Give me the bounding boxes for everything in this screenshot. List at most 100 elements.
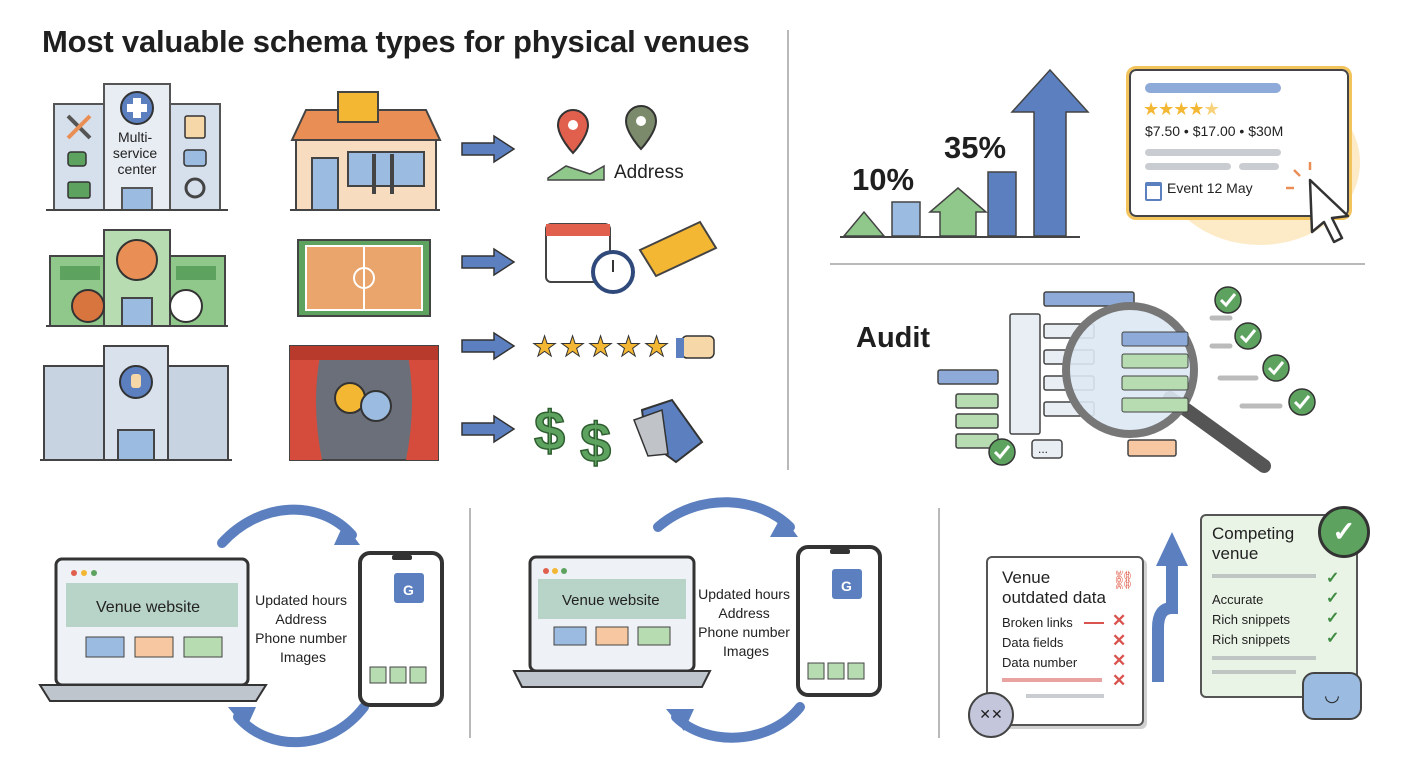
- star-icon: ★: [1143, 99, 1159, 119]
- cross-icon: ✕: [1112, 651, 1127, 670]
- map-icon: [547, 164, 605, 181]
- gear-icon: [184, 177, 206, 199]
- audit-label: Audit: [856, 322, 931, 354]
- sync-arrow-icon: [233, 702, 369, 748]
- multi-service-label: Multi- service center: [113, 129, 161, 177]
- restaurant-building: [290, 91, 442, 211]
- check-icon: ✓: [1326, 610, 1340, 627]
- result-prices: $7.50 • $17.00 • $30M: [1145, 123, 1284, 139]
- competing-item: Rich snippets: [1212, 612, 1291, 627]
- vertical-divider-top: [787, 30, 789, 470]
- phone-icon: [358, 551, 444, 707]
- magnifier-icon: [1062, 302, 1271, 473]
- venue-schema-diagram: Multi- service center: [40, 83, 718, 470]
- basketball-small-icon: [71, 289, 105, 323]
- check-icon: ✓: [1326, 630, 1340, 647]
- wrench-icon: [66, 114, 92, 140]
- cursor-click-icon: [1286, 162, 1350, 244]
- map-pin-red-icon: [556, 108, 590, 155]
- briefcase-icon: [67, 181, 91, 199]
- maps-badge: G: [841, 578, 852, 594]
- clipboard-icon: [184, 115, 206, 139]
- theater-masks-icon: [334, 382, 392, 422]
- sad-robot-icon: ✕✕: [968, 692, 1014, 738]
- calendar-icon: [1145, 182, 1162, 201]
- star-icon: ★: [588, 331, 613, 362]
- red-line: [1084, 622, 1104, 624]
- thumbs-up-icon: [67, 151, 87, 167]
- ticket-icon: [638, 220, 718, 278]
- outdated-item: Data fields: [1002, 635, 1064, 650]
- star-icon: ★: [644, 331, 669, 362]
- sync-fields-left: Updated hours Address Phone number Image…: [255, 592, 351, 665]
- fork-knife-icon: [372, 154, 394, 194]
- text-line: [1212, 574, 1316, 578]
- check-icon: ✓: [1326, 590, 1340, 607]
- address-label: Address: [614, 162, 684, 183]
- text-line: [1212, 670, 1296, 674]
- outdated-item: Data number: [1002, 655, 1078, 670]
- price-tag-icon: [633, 398, 704, 464]
- maps-badge: G: [403, 582, 414, 598]
- sync-arrow-icon: [671, 702, 805, 743]
- competing-title: Competing venue: [1212, 524, 1295, 563]
- result-event: Event 12 May: [1167, 180, 1253, 196]
- soccer-ball-icon: [169, 289, 203, 323]
- result-line: [1145, 163, 1231, 170]
- verified-check-icon: ✓: [1318, 506, 1370, 558]
- star-icon: ★: [616, 331, 641, 362]
- outdated-item: Broken links: [1002, 615, 1073, 630]
- site-label: Venue website: [562, 592, 660, 609]
- text-line: [1026, 694, 1104, 698]
- sync-arrow-icon: [653, 497, 795, 532]
- star-icon: ★: [1203, 99, 1220, 119]
- hand-icon: [131, 374, 141, 388]
- result-title-bar: [1145, 83, 1281, 93]
- after-value: 35%: [944, 130, 1007, 165]
- chat-icon: [183, 149, 207, 167]
- growth-graphic: [840, 68, 1090, 238]
- ellipsis-box: [1031, 439, 1063, 459]
- star-icon: ★: [1158, 99, 1174, 119]
- horizontal-divider-right: [830, 263, 1365, 265]
- sync-arrow-icon: [217, 504, 357, 548]
- basketball-icon: [116, 239, 158, 281]
- cross-icon: ✕: [1112, 671, 1127, 690]
- text-line: [1212, 656, 1316, 660]
- audit-ellipsis: ...: [1038, 442, 1048, 456]
- thumbs-up-icon: [676, 335, 715, 359]
- before-value: 10%: [852, 162, 915, 197]
- star-icon: ★: [532, 331, 557, 362]
- dollar-sign-icon-2: $: [580, 411, 611, 470]
- rating-stars: ★★★★★: [532, 331, 670, 363]
- laptop-icon: [512, 555, 712, 688]
- arrow-icon: [461, 134, 516, 444]
- office-building: [40, 345, 232, 461]
- basketball-court: [297, 239, 431, 317]
- audit-diagram: ...: [937, 286, 1316, 473]
- vertical-divider-bottom-2: [938, 508, 940, 738]
- result-rating-stars: ★★★★★: [1143, 99, 1220, 120]
- happy-robot-icon: ◡: [1302, 672, 1362, 720]
- up-arrow-icon: [1152, 532, 1188, 682]
- phone-icon: [796, 545, 882, 697]
- result-line: [1239, 163, 1279, 170]
- cross-icon: ✕: [1112, 611, 1127, 630]
- map-pin-gray-icon: [624, 104, 658, 151]
- clock-icon: [591, 250, 635, 294]
- sync-fields-middle: Updated hours Address Phone number Image…: [698, 586, 794, 659]
- competing-item: Rich snippets: [1212, 632, 1291, 647]
- outdated-card: Venue outdated data ⛓ Broken links Data …: [986, 556, 1144, 726]
- vertical-divider-bottom-1: [469, 508, 471, 738]
- page-title: Most valuable schema types for physical …: [42, 24, 750, 59]
- competing-item: Accurate: [1212, 592, 1264, 607]
- text-line: [1002, 678, 1102, 682]
- result-line: [1145, 149, 1281, 156]
- rich-result-card: ★★★★★ $7.50 • $17.00 • $30M Event 12 May: [1126, 66, 1352, 220]
- star-icon: ★: [1173, 99, 1189, 119]
- dollar-sign-icon: $: [534, 399, 565, 462]
- competing-card: Competing venue Accurate Rich snippets R…: [1200, 514, 1358, 698]
- site-label: Venue website: [96, 599, 200, 616]
- star-icon: ★: [560, 331, 585, 362]
- broken-link-icon: ⛓: [1112, 570, 1135, 590]
